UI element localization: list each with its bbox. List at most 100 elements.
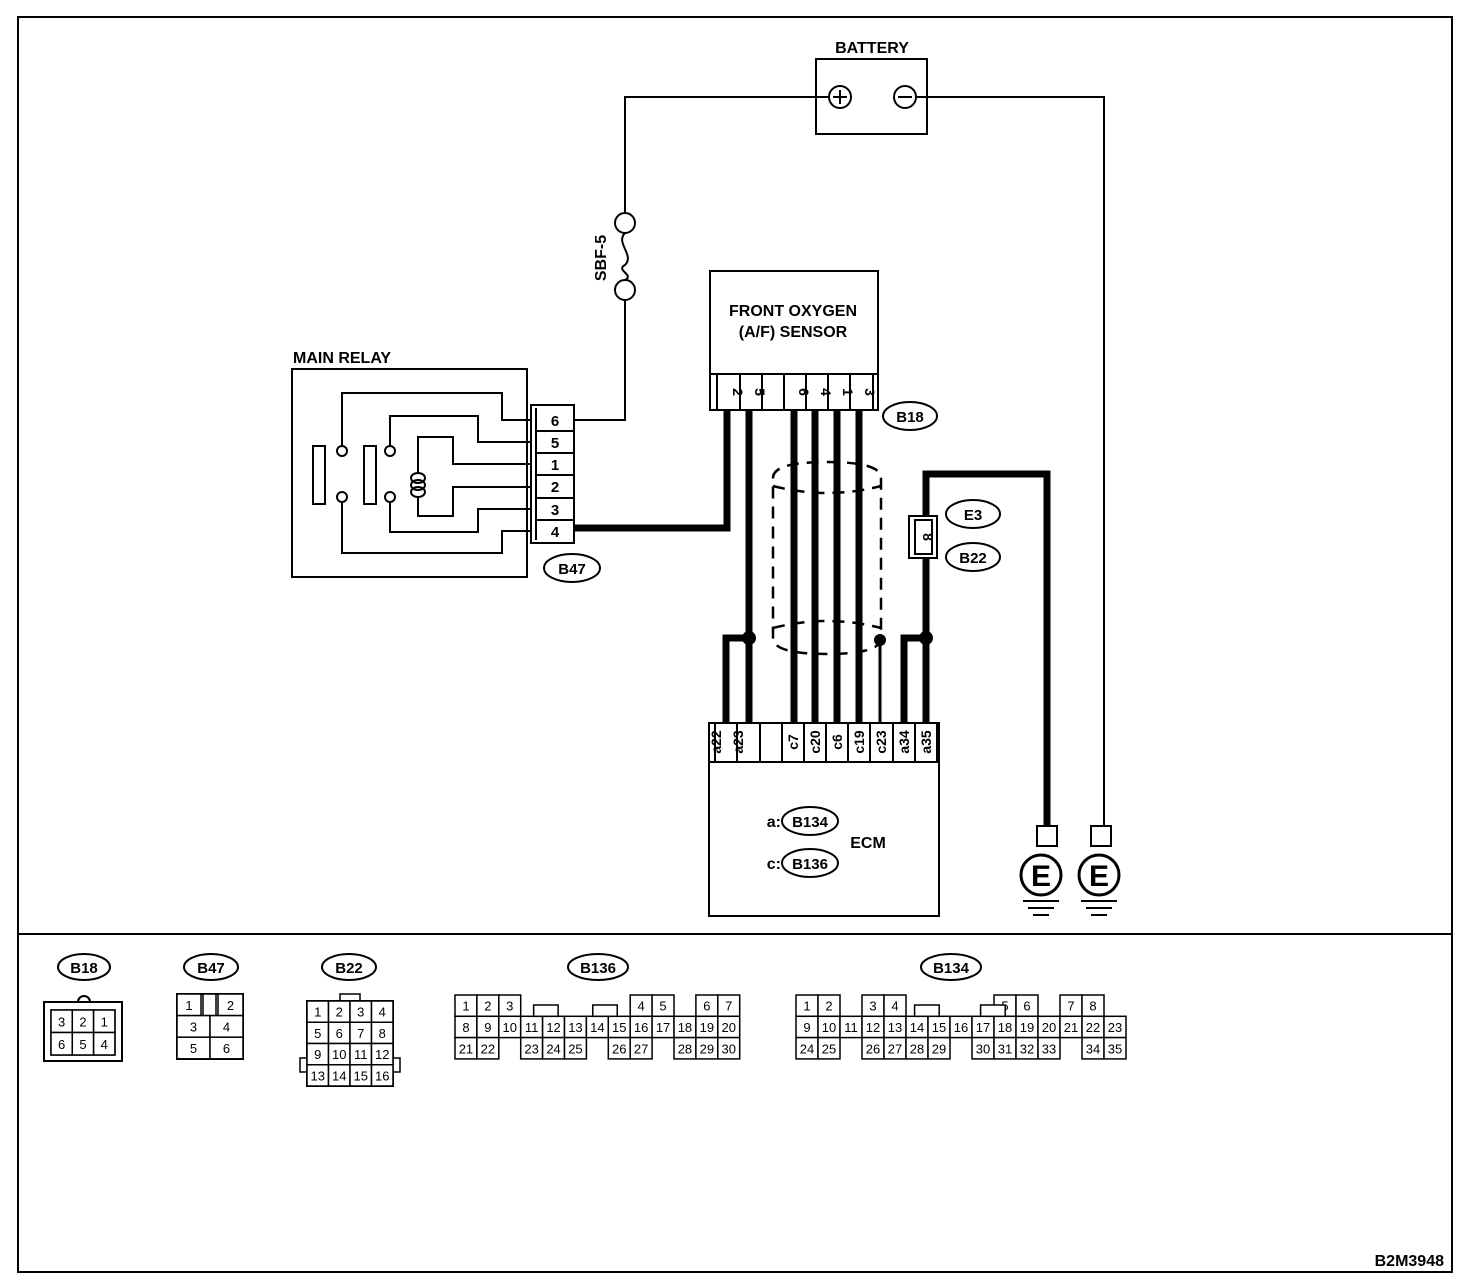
legend-pin-label: 4 [379,1005,386,1020]
legend-b136-title: B136 [580,960,616,977]
connector-badge-b47-label: B47 [558,561,586,578]
legend-pin-cell [629,1036,653,1060]
legend-pin-label: 2 [336,1005,343,1020]
legend-pin-label: 11 [354,1047,368,1062]
battery: BATTERY [815,40,928,135]
legend-pin-label: 4 [891,999,898,1014]
connector-badge-b18-label: B18 [896,409,924,426]
legend-pin-label: 4 [638,999,645,1014]
legend-pin-label: 27 [888,1041,902,1056]
legend-pin-label: 3 [58,1014,65,1029]
relay-switch-bar-right [363,445,377,505]
ground-label: E [1089,860,1109,893]
legend-pin-label: 21 [459,1041,473,1056]
connector-badge-b134-label: B134 [792,814,829,831]
legend-pin-label: 22 [1086,1020,1100,1035]
legend-pin-label: 13 [888,1020,902,1035]
legend-pin-label: 32 [1020,1041,1034,1056]
legend-pin-label: 3 [190,1019,197,1034]
connector-badge-b47 [543,553,601,583]
legend-key-notch [592,1004,619,1018]
legend-pin-label: 3 [357,1005,364,1020]
legend-pin-label: 34 [1086,1041,1100,1056]
legend-pin-label: 17 [976,1020,990,1035]
ground-icon [1077,853,1121,897]
ecm-c-prefix: c: [767,856,781,873]
ecm-pin: c20 [807,730,823,754]
legend-pin-label: 27 [634,1041,648,1056]
ground-icon [1019,853,1063,897]
legend-pin-label: 9 [803,1020,810,1035]
legend-pin-label: 21 [1064,1020,1078,1035]
legend-pin-label: 2 [227,998,234,1013]
legend-pin-label: 3 [506,999,513,1014]
wire-a22-branch [722,634,749,723]
main-relay-label: MAIN RELAY [293,350,391,367]
main-relay-box [291,368,528,578]
relay-pin: 1 [551,457,559,474]
legend-pin-label: 16 [375,1068,389,1083]
legend-pin-label: 13 [568,1020,582,1035]
connector-badge-e3 [945,499,1001,529]
fuse-to-relay-wire [574,300,626,421]
legend-pin-label: 12 [546,1020,560,1035]
ecm: a22 a23 c7 c20 c6 c19 c23 a34 a35 a: B13… [708,722,940,917]
legend-pin-label: 28 [910,1041,924,1056]
ecm-pin: a34 [896,730,912,754]
legend-b18-title: B18 [70,960,98,977]
legend-b134: B134 12345678910111213141516171819202122… [795,953,1127,1060]
connector-badge-b134 [781,806,839,836]
ground-2: E [1077,825,1121,916]
legend-key-notch [202,993,217,1017]
relay-pin: 5 [551,435,559,452]
legend-pin-label: 35 [1108,1041,1122,1056]
ecm-pin: c19 [851,730,867,754]
legend-pin-label: 12 [866,1020,880,1035]
battery-negative-wire [916,96,1105,826]
legend-pin-label: 9 [314,1047,321,1062]
legend-pin-label: 5 [79,1037,86,1052]
ecm-pin: c6 [829,734,845,750]
ecm-pin: c7 [785,734,801,750]
sensor-pin: 3 [862,388,878,396]
sensor-pin: 2 [730,388,746,396]
relay-pin: 4 [551,524,560,541]
battery-positive-wire [624,96,829,213]
fuse-sbf5: SBF-5 [593,212,636,301]
legend-pin-label: 15 [354,1068,368,1083]
connector-badge-b136 [781,848,839,878]
connector-badge-b22 [945,542,1001,572]
legend-pin-label: 12 [375,1047,389,1062]
ecm-pin: c23 [873,730,889,754]
relay-pin: 6 [551,413,559,430]
joint-connector: 8 E3 B22 [908,499,1001,572]
legend-pin-label: 13 [311,1068,325,1083]
ecm-pin: a23 [730,730,746,754]
legend-pin-label: 5 [314,1026,321,1041]
legend-pin-label: 7 [725,999,732,1014]
legend-pin-label: 14 [910,1020,924,1035]
legend-pin-cell [717,1036,741,1060]
legend-pin-label: 14 [590,1020,604,1035]
sensor-pin: 4 [818,388,834,396]
sensor-pin: 1 [840,388,856,396]
connector-badge-b18 [882,401,938,431]
legend-key-notch [913,1004,940,1018]
ecm-pin-labels: a22 a23 c7 c20 c6 c19 c23 a34 a35 [708,730,934,754]
harness-wires [574,410,1051,826]
legend-pin-label: 23 [1108,1020,1122,1035]
legend-pin-label: 3 [869,999,876,1014]
battery-label: BATTERY [835,40,909,57]
legend-pin-label: 18 [678,1020,692,1035]
legend-pin-label: 4 [101,1037,108,1052]
main-relay: MAIN RELAY [291,350,601,583]
legend-pin-label: 10 [332,1047,346,1062]
legend-pin-label: 1 [803,999,810,1014]
legend-pin-label: 10 [503,1020,517,1035]
legend-pin-label: 16 [954,1020,968,1035]
legend-pin-label: 1 [314,1005,321,1020]
legend-pin-label: 2 [79,1014,86,1029]
ecm-a-prefix: a: [767,814,781,831]
